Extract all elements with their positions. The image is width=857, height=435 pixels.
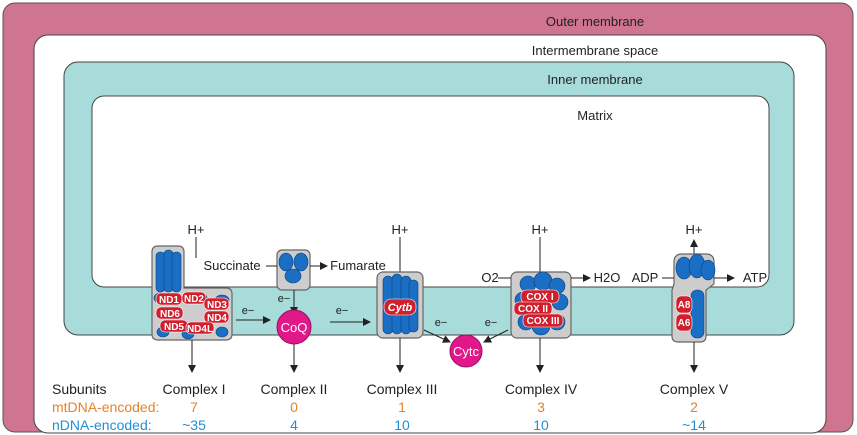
- complex-2-mt: 0: [290, 399, 298, 415]
- complex-3-hplus: H+: [392, 222, 409, 237]
- nd3-label: ND3: [207, 300, 227, 311]
- nd4-label: ND4: [207, 313, 227, 324]
- complex-1: H+ ND1 ND2 ND3 ND6 ND4 ND5 N: [151, 222, 233, 373]
- complex-1-mt: 7: [190, 399, 198, 415]
- cytc-label: Cytc: [453, 344, 480, 359]
- complex-4-mt: 3: [537, 399, 545, 415]
- a6-label: A6: [678, 318, 691, 329]
- complex-4-hplus: H+: [532, 222, 549, 237]
- cytb-label: Cytb: [388, 302, 413, 314]
- electron-complex-1: e−: [242, 305, 255, 317]
- matrix-label: Matrix: [577, 108, 613, 123]
- cox1-label: COX I: [526, 292, 553, 303]
- electron-complex-3: e−: [435, 317, 448, 329]
- complex-5-n: ~14: [682, 417, 706, 433]
- complex-3-mt: 1: [398, 399, 406, 415]
- complex-4-name: Complex IV: [505, 381, 578, 397]
- coq-carrier: [276, 309, 312, 345]
- nd5-label: ND5: [164, 322, 184, 333]
- nd1-label: ND1: [159, 295, 179, 306]
- nd4l-label: ND4L: [187, 324, 213, 335]
- electron-coq: e−: [336, 305, 349, 317]
- mt-encoded-label: mtDNA-encoded:: [52, 399, 159, 415]
- complex-1-hplus: H+: [188, 222, 205, 237]
- table-header: Subunits: [52, 381, 106, 397]
- complex-4: H+ COX I COX II COX III O2 H2O: [481, 222, 621, 373]
- nd2-label: ND2: [184, 294, 204, 305]
- nd6-label: ND6: [160, 309, 180, 320]
- complex-4-n: 10: [533, 417, 549, 433]
- cox3-label: COX III: [527, 316, 560, 327]
- o2-label: O2: [481, 270, 498, 285]
- complex-5-hplus: H+: [686, 222, 703, 237]
- fumarate-label: Fumarate: [330, 258, 386, 273]
- complex-5: H+ A8 A6 ADP ATP: [632, 222, 767, 373]
- intermembrane-space-label: Intermembrane space: [532, 43, 658, 58]
- complex-3: H+ Cytb: [376, 222, 424, 373]
- h2o-label: H2O: [594, 270, 621, 285]
- outer-membrane-label: Outer membrane: [546, 14, 644, 29]
- complex-3-name: Complex III: [367, 381, 438, 397]
- electron-cytc: e−: [485, 317, 498, 329]
- succinate-label: Succinate: [203, 258, 260, 273]
- complex-3-n: 10: [394, 417, 410, 433]
- complex-5-name: Complex V: [660, 381, 729, 397]
- atp-label: ATP: [743, 270, 767, 285]
- matrix: [91, 95, 770, 288]
- electron-complex-2: e−: [278, 293, 291, 305]
- complex-1-n: ~35: [182, 417, 206, 433]
- a8-label: A8: [678, 300, 691, 311]
- complex-1-name: Complex I: [162, 381, 225, 397]
- complex-2-name: Complex II: [261, 381, 328, 397]
- cytc-carrier: [449, 334, 483, 368]
- adp-label: ADP: [632, 270, 659, 285]
- cox2-label: COX II: [518, 304, 548, 315]
- subunit-table: Subunits mtDNA-encoded: nDNA-encoded: Co…: [52, 381, 729, 433]
- complex-2: Succinate Fumarate e−: [203, 249, 386, 373]
- coq-label: CoQ: [281, 320, 308, 335]
- n-encoded-label: nDNA-encoded:: [52, 417, 152, 433]
- inner-membrane-label: Inner membrane: [547, 72, 642, 87]
- complex-2-n: 4: [290, 417, 298, 433]
- complex-5-mt: 2: [690, 399, 698, 415]
